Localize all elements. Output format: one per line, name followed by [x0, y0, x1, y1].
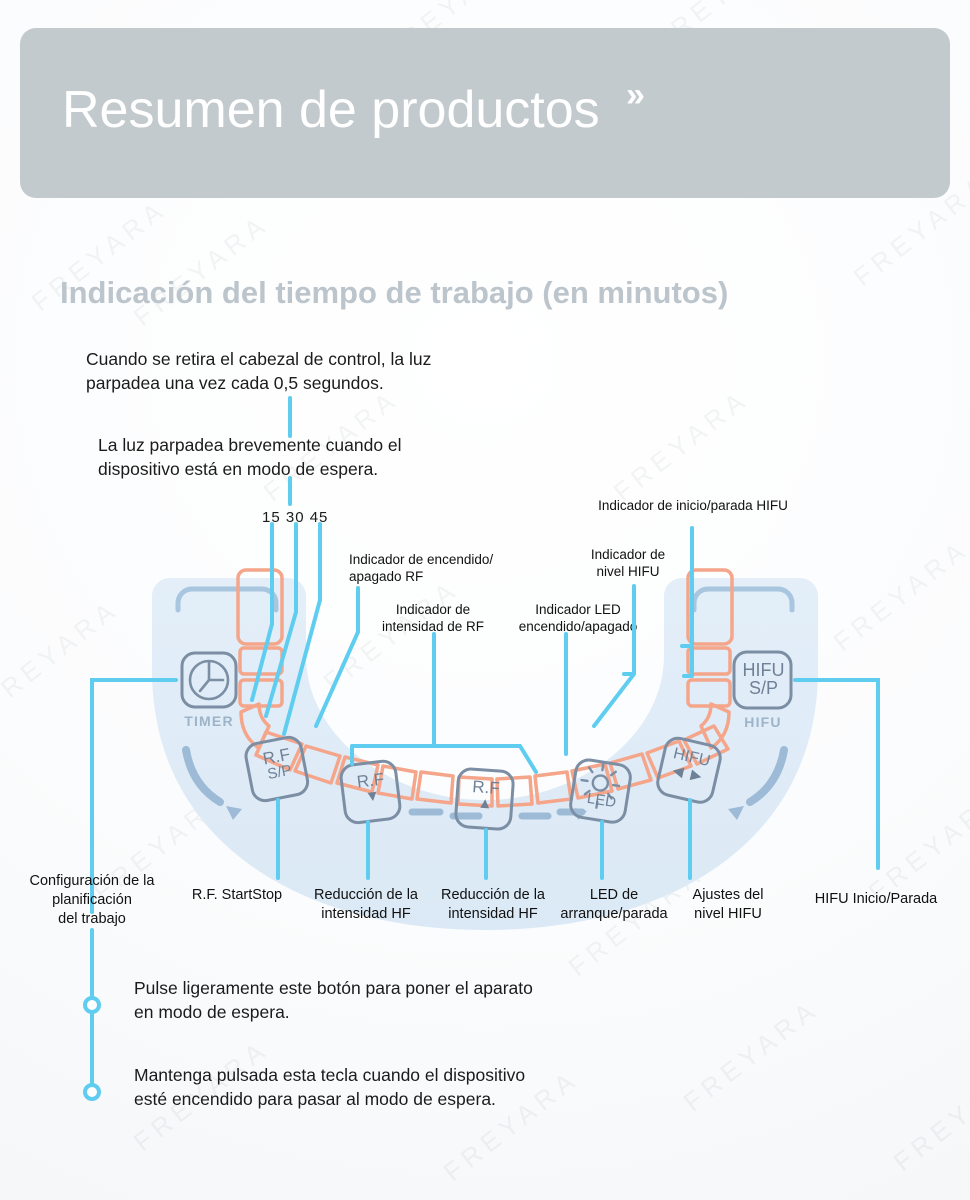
segment-arc-2	[293, 744, 342, 785]
segment-arc-11	[645, 739, 693, 780]
sun-icon	[580, 763, 621, 809]
notch-left-icon	[175, 586, 279, 613]
button-rf-down[interactable]	[339, 759, 402, 825]
label-rf-power-indicator: Indicador de encendido/ apagado RF	[349, 552, 494, 585]
bottom-label-hifu-level: Ajustes del nivel HIFU	[692, 887, 764, 922]
button-hifu-startstop[interactable]	[732, 650, 793, 710]
bottom-label-timer: Configuración de la planificación del tr…	[29, 873, 155, 927]
bottom-label-hifu-startstop: HIFU Inicio/Parada	[814, 891, 938, 907]
label-led-onoff-indicator: Indicador LED encendido/apagado	[518, 602, 638, 635]
swoosh-right-icon	[746, 746, 788, 806]
segment-left-elbow	[239, 702, 271, 750]
label-hifu-level-indicator: Indicador de nivel HIFU	[590, 547, 666, 580]
indicator-segment-bar	[236, 568, 734, 808]
segment-right-tall	[686, 568, 734, 646]
bullet-markers	[83, 996, 101, 1101]
callout-standby-blink: La luz parpadea brevemente cuando el dis…	[98, 435, 402, 479]
header-banner: Resumen de productos »	[20, 28, 950, 198]
callout-hold-key: Mantenga pulsada esta tecla cuando el di…	[134, 1065, 526, 1109]
leader-rf-power	[314, 586, 360, 728]
bottom-label-led: LED de arranque/parada	[560, 887, 668, 922]
button-rf-up[interactable]	[454, 767, 515, 831]
hifu-caption: HIFU	[744, 714, 782, 730]
device-body	[152, 578, 818, 930]
button-led[interactable]	[569, 758, 632, 824]
leader-hifu-level	[592, 584, 636, 728]
segment-arc-9	[570, 762, 614, 800]
leader-15	[250, 522, 274, 702]
segment-left-tall	[236, 568, 284, 646]
swoosh-left-arrow-icon	[226, 806, 242, 820]
bottom-label-rf-startstop: R.F. StartStop	[191, 887, 283, 903]
notch-right-icon	[691, 586, 795, 613]
label-rf-intensity-indicator: Indicador de intensidad de RF	[381, 602, 485, 635]
bottom-label-rf-down: Reducción de la intensidad HF	[314, 887, 418, 922]
bullet-marker-1	[83, 996, 101, 1014]
section-subtitle: Indicación del tiempo de trabajo (en min…	[60, 275, 729, 310]
clock-hand-min-icon	[198, 678, 211, 693]
callout-press-lightly: Pulse ligeramente este botón para poner …	[134, 978, 533, 1022]
timer-scale-numbers: 15 30 45	[262, 509, 329, 526]
button-hifu-level[interactable]	[655, 736, 723, 805]
segment-left-2	[238, 678, 284, 708]
segment-arc-10	[608, 752, 653, 791]
segment-right-elbow	[699, 702, 731, 750]
leader-timer-left	[90, 678, 178, 914]
callout-control-head-removed: Cuando se retira el cabezal de control, …	[86, 349, 432, 393]
segment-right-2	[686, 678, 732, 708]
segment-arc-7	[495, 775, 534, 808]
leader-rf-intensity	[350, 632, 538, 774]
leader-hifu-right	[793, 678, 880, 870]
label-hifu-startstop-indicator: Indicador de inicio/parada HIFU	[598, 498, 788, 513]
segment-arc-1	[254, 730, 304, 772]
page-title: Resumen de productos	[62, 81, 600, 139]
bullet-marker-2	[83, 1083, 101, 1101]
timer-caption: TIMER	[184, 713, 234, 729]
segment-right-1	[686, 646, 732, 676]
swoosh-right-arrow-icon	[728, 806, 744, 820]
segment-arc-4	[376, 764, 418, 801]
leader-30	[264, 522, 298, 718]
device-buttons	[180, 650, 793, 831]
button-rf-startstop[interactable]	[244, 735, 310, 803]
swoosh-left-icon	[182, 746, 224, 806]
leader-hifu-startstop	[680, 526, 694, 678]
chevron-double-right-icon: »	[626, 76, 645, 114]
bottom-label-rf-up: Reducción de la intensidad HF	[441, 887, 545, 922]
segment-arc-5	[415, 770, 455, 805]
leader-45	[282, 522, 322, 736]
button-timer[interactable]	[180, 651, 238, 709]
